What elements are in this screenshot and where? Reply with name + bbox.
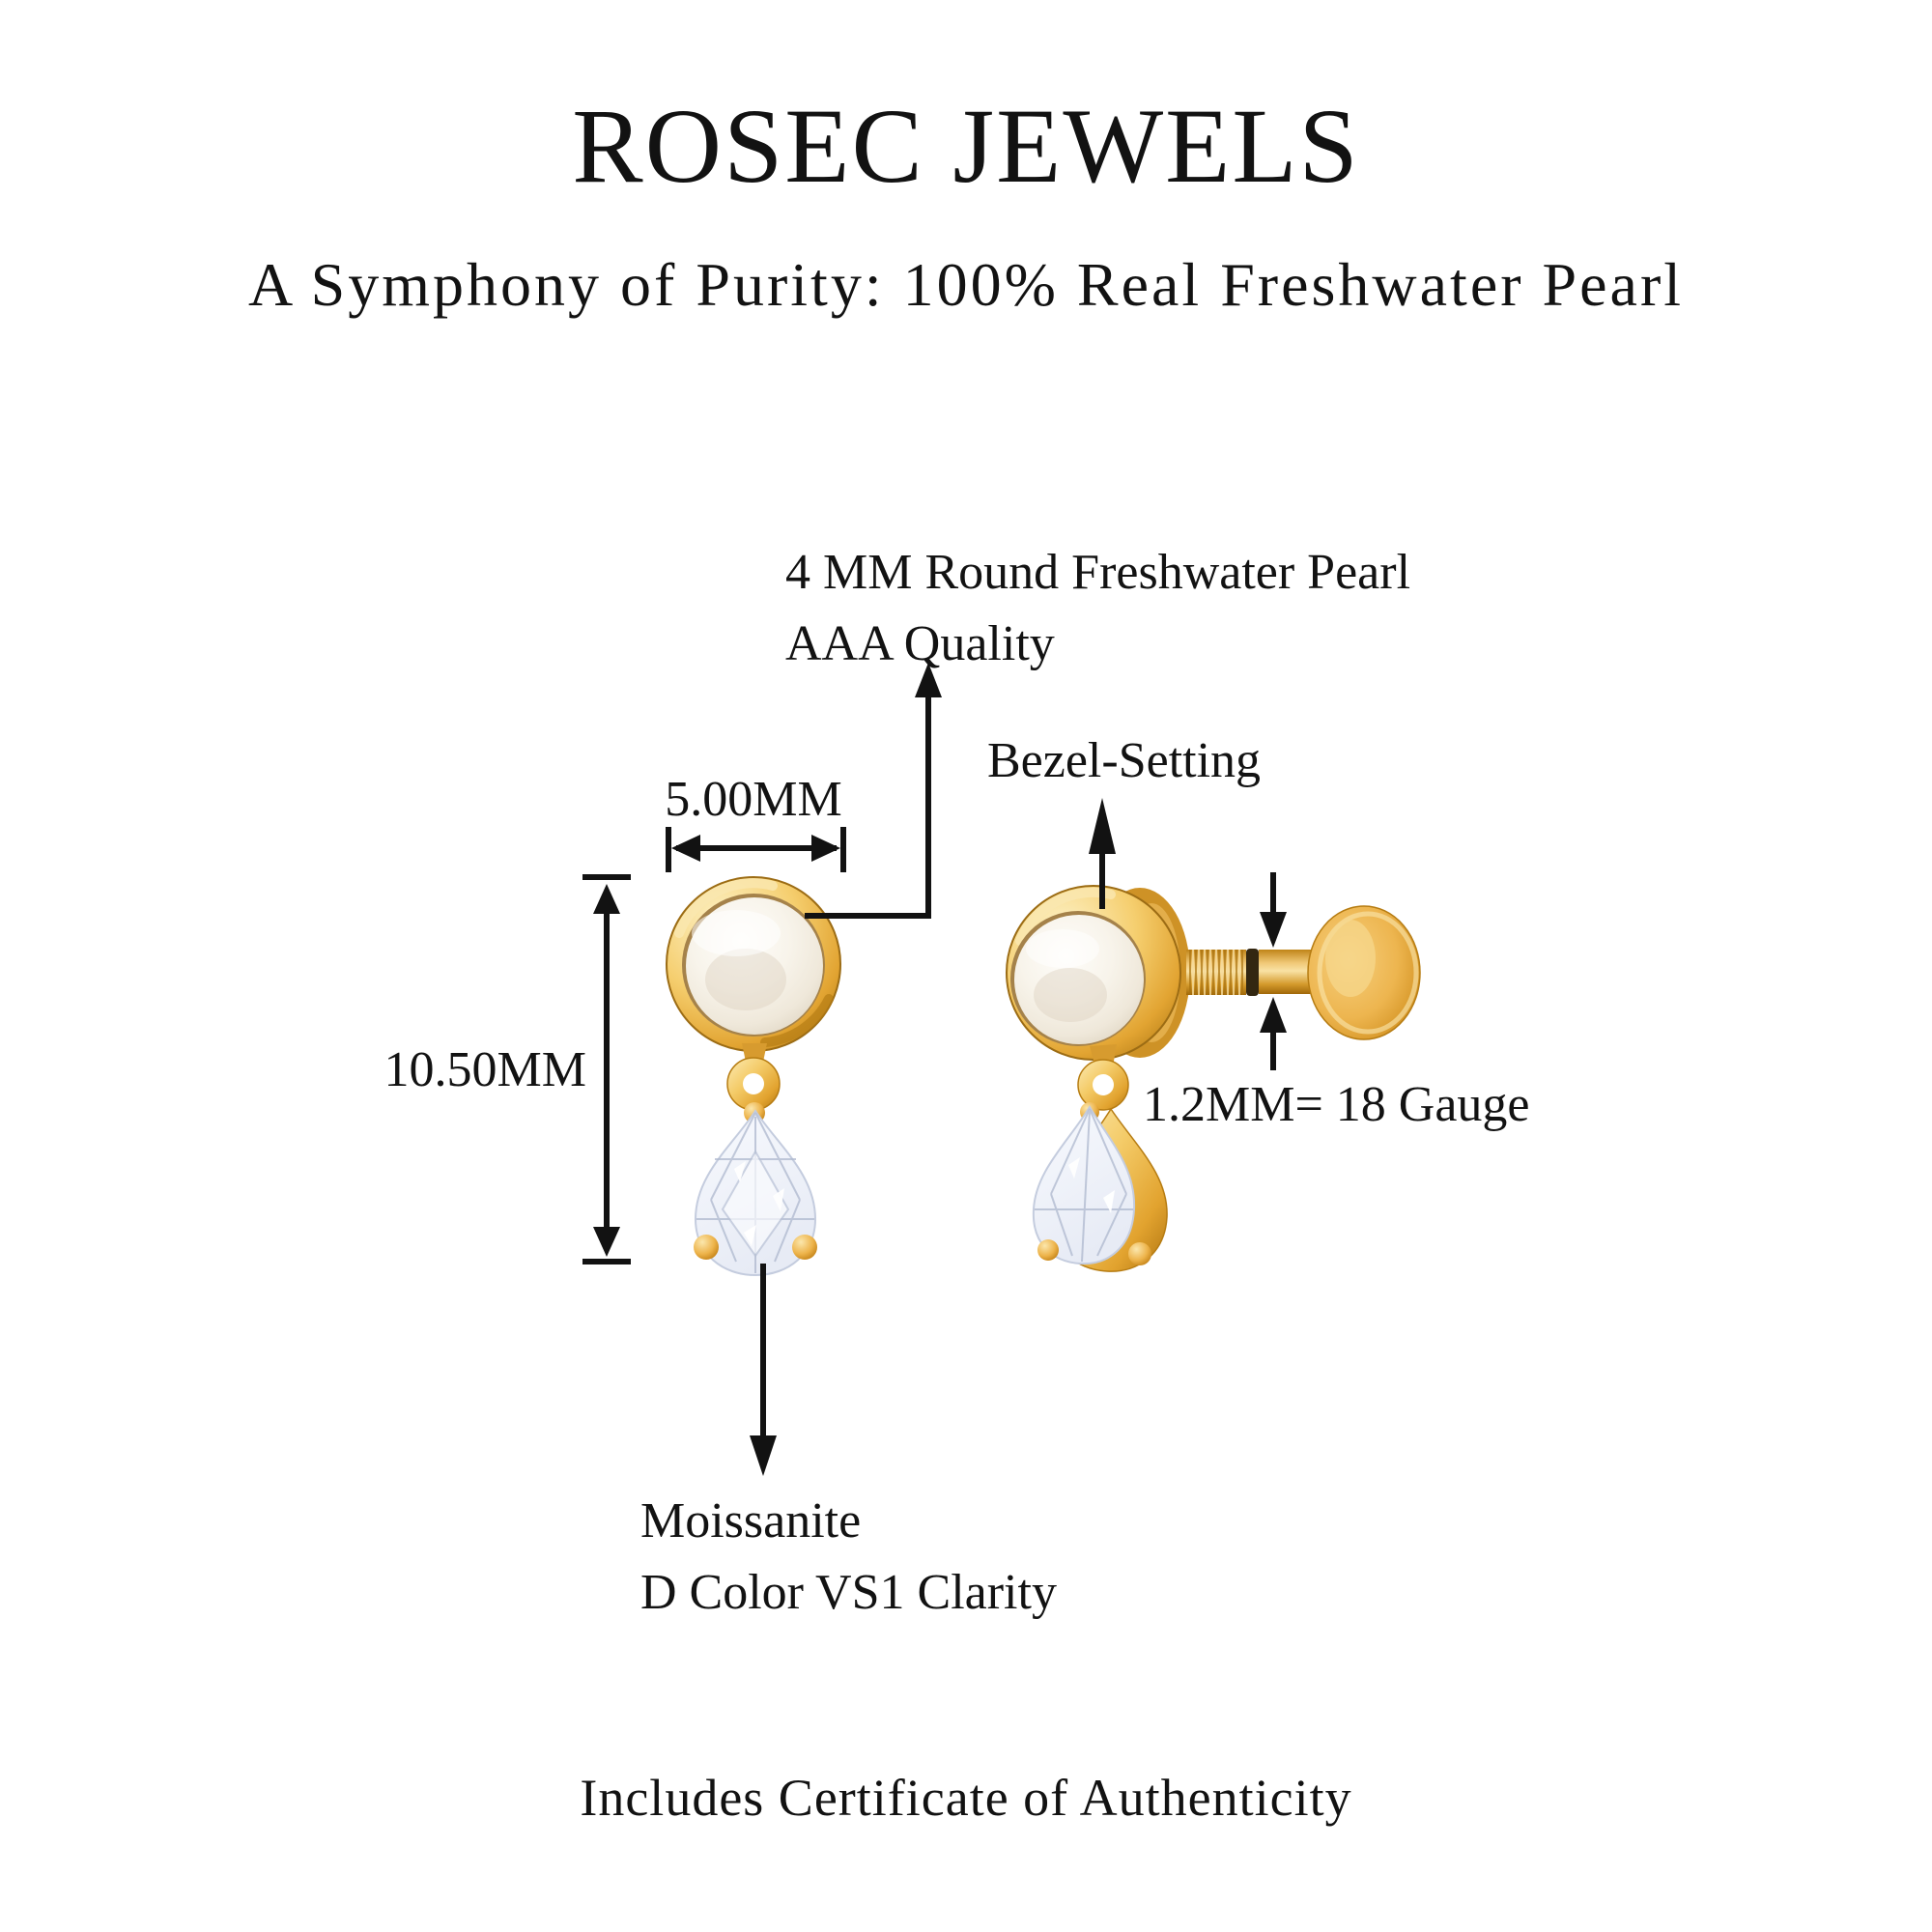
- gauge-lower-arrow-icon: [1260, 997, 1287, 1033]
- width-dim-arrow-left-icon: [671, 835, 700, 862]
- left-prong-side: [1037, 1239, 1059, 1261]
- annotation-lines: [582, 663, 1287, 1476]
- gauge-label: 1.2MM= 18 Gauge: [1143, 1077, 1530, 1132]
- pearl-side-shade: [1034, 968, 1107, 1022]
- labret-disc-face: [1325, 920, 1376, 997]
- bezel-side-highlight: [1015, 887, 1116, 946]
- certificate-note: Includes Certificate of Authenticity: [580, 1769, 1352, 1827]
- stone-side-sparkles: [1068, 1157, 1115, 1213]
- drop-stone-side: [1032, 1105, 1136, 1265]
- pearl-annotation-line1: 4 MM Round Freshwater Pearl: [785, 545, 1411, 600]
- stone-table: [721, 1149, 790, 1258]
- right-prong-side: [1128, 1242, 1151, 1265]
- tagline: A Symphony of Purity: 100% Real Freshwat…: [247, 250, 1685, 319]
- stone-leader-arrow-icon: [750, 1435, 777, 1476]
- pearl-highlight: [692, 910, 781, 956]
- height-dim-arrow-up-icon: [593, 884, 620, 914]
- labret-disc-rim: [1317, 911, 1419, 1035]
- bail-loop-hole: [743, 1073, 764, 1094]
- bezel-shadow: [760, 994, 834, 1047]
- bail-loop-hole-side: [1093, 1074, 1114, 1095]
- pearl-annotation-line2: AAA Quality: [785, 616, 1055, 671]
- left-prong: [694, 1235, 719, 1260]
- pearl-annotation: 4 MM Round Freshwater Pearl AAA Quality: [785, 537, 1410, 680]
- pearl-leader-line: [805, 694, 931, 919]
- earring-front-view: [666, 876, 841, 1277]
- bezel-leader-arrow-icon: [1089, 798, 1116, 854]
- earring-side-view: [1006, 885, 1421, 1272]
- height-dim-arrow-down-icon: [593, 1227, 620, 1257]
- pearl-leader-arrow-icon: [915, 663, 942, 697]
- pearl-side-highlight: [1026, 929, 1099, 968]
- stone-annotation-line1: Moissanite: [640, 1493, 862, 1548]
- thread-ridges: [1189, 950, 1243, 995]
- stone-annotation-line2: D Color VS1 Clarity: [640, 1565, 1057, 1620]
- bezel-setting-label: Bezel-Setting: [987, 733, 1262, 788]
- height-dimension-label: 10.50MM: [384, 1042, 586, 1097]
- width-dimension-label: 5.00MM: [665, 772, 842, 827]
- brand-title: ROSEC JEWELS: [572, 87, 1360, 205]
- stone-side-facets: [1035, 1108, 1133, 1263]
- stone-sparkles: [734, 1161, 784, 1246]
- o-ring: [1246, 949, 1259, 996]
- gauge-upper-arrow-icon: [1260, 912, 1287, 948]
- stone-annotation: Moissanite D Color VS1 Clarity: [640, 1486, 1057, 1629]
- pearl-shade: [705, 949, 786, 1010]
- width-dim-arrow-right-icon: [811, 835, 840, 862]
- bezel-highlight: [674, 878, 778, 938]
- right-prong: [792, 1235, 817, 1260]
